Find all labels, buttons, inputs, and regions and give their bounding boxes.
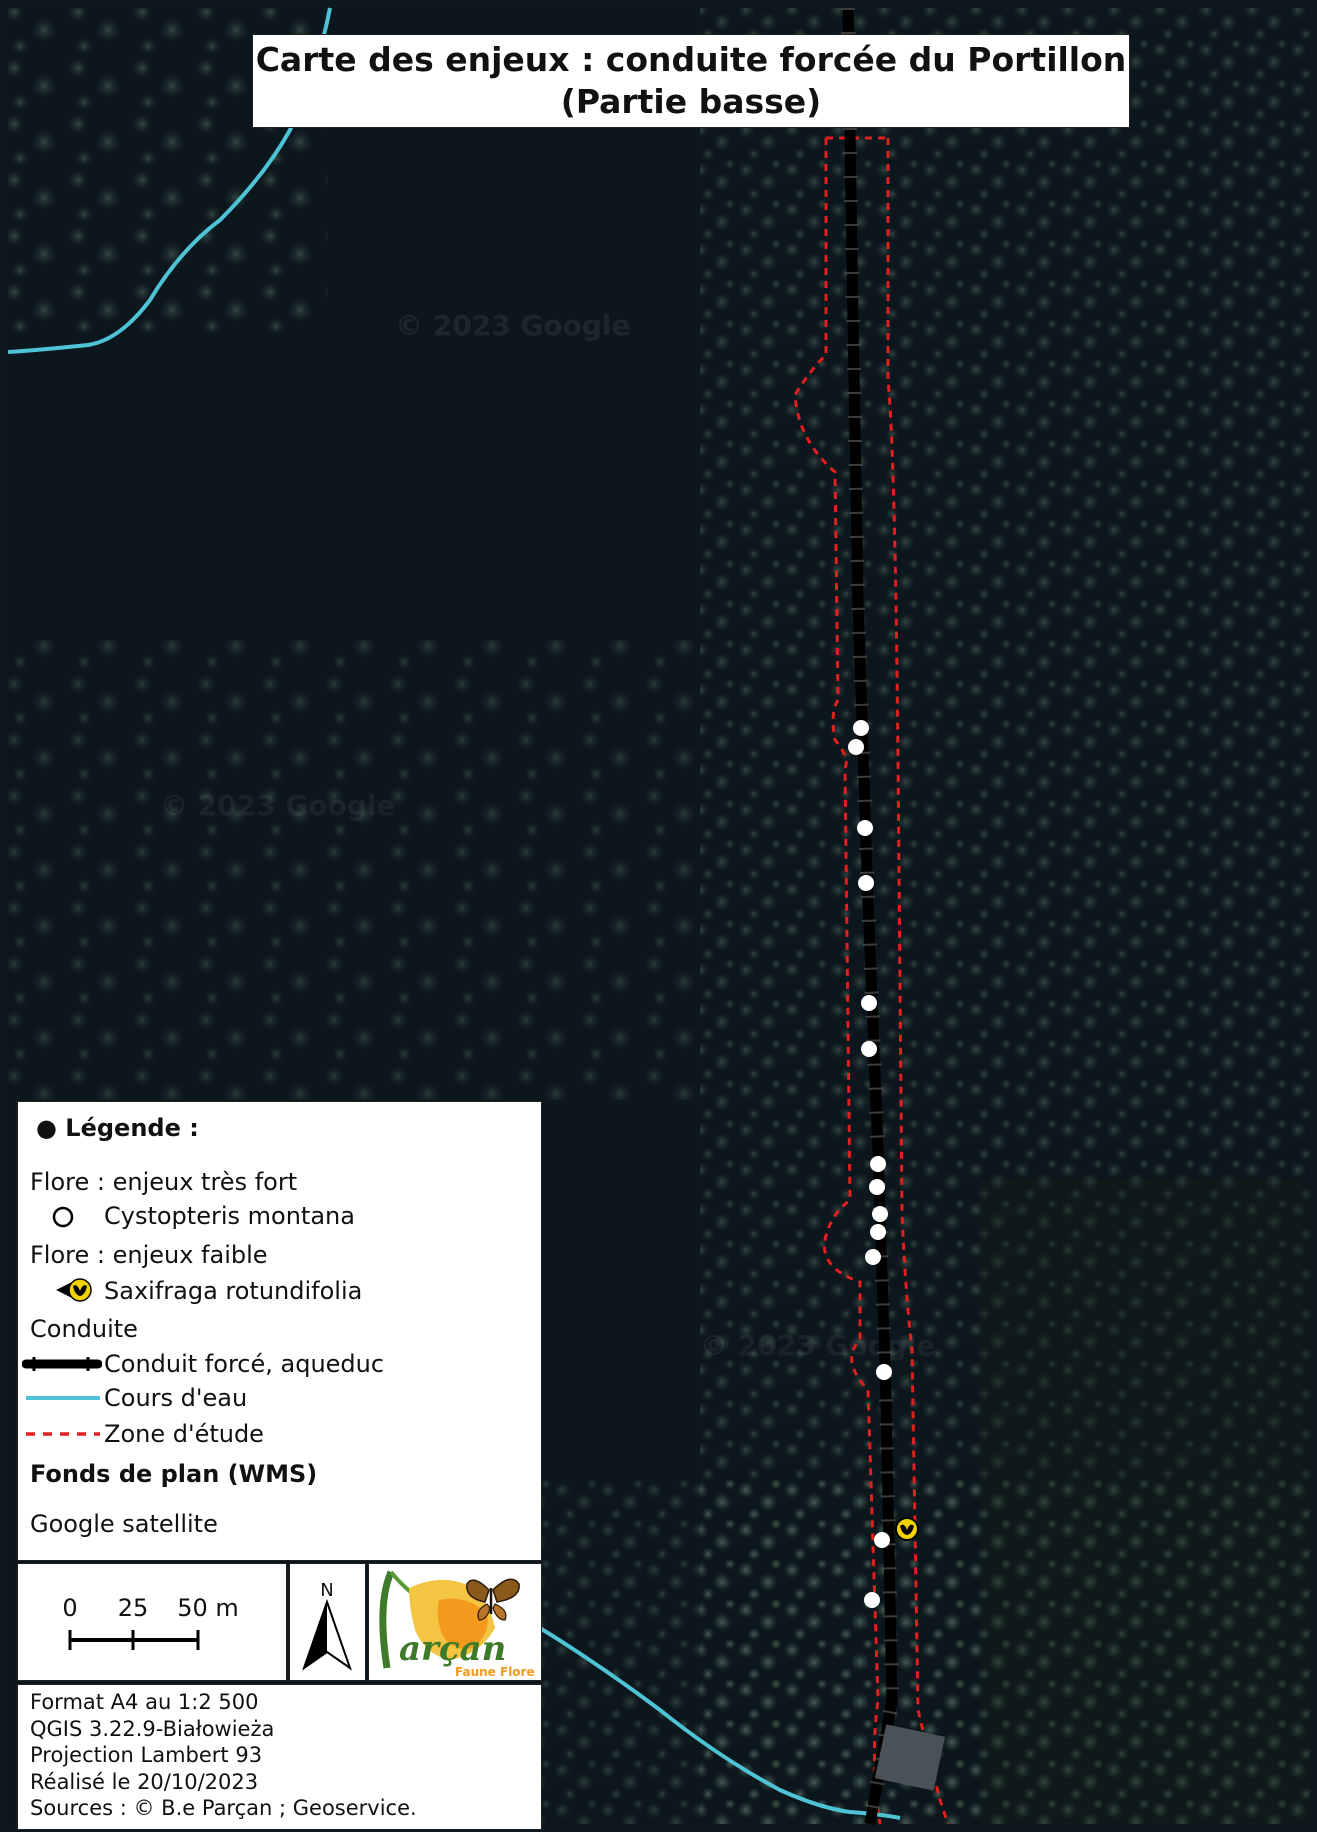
north-label: N — [320, 1580, 333, 1601]
legend-heading: ● Légende : — [36, 1114, 199, 1142]
cystopteris-point — [861, 1041, 877, 1057]
cystopteris-point — [870, 1156, 886, 1172]
legend-flore-faible: Flore : enjeux faible — [30, 1241, 268, 1269]
info-date: Réalisé le 20/10/2023 — [30, 1769, 259, 1794]
cystopteris-observations — [848, 720, 892, 1608]
cystopteris-point — [853, 720, 869, 736]
forest-area-middle — [8, 640, 708, 1100]
penstock-pipeline — [842, 7, 898, 1825]
google-watermark: © 2023 Google — [395, 309, 631, 342]
study-zone-legend-icon — [26, 1432, 100, 1436]
legend-panel: ● Légende : Flore : enjeux très fort Cys… — [17, 1101, 542, 1561]
map-title: Carte des enjeux : conduite forcée du Po… — [252, 34, 1130, 128]
legend-zone-etude: Zone d'étude — [104, 1420, 264, 1448]
legend-cours-eau: Cours d'eau — [104, 1384, 248, 1412]
legend-google-satellite: Google satellite — [30, 1510, 218, 1538]
stream-bottom — [538, 1626, 901, 1820]
legend-conduit-force: Conduit forcé, aqueduc — [104, 1350, 385, 1378]
google-watermark: © 2023 Google — [160, 789, 396, 822]
info-format: Format A4 au 1:2 500 — [30, 1690, 259, 1714]
stream-legend-icon — [26, 1396, 100, 1400]
scale-label-0: 0 — [62, 1594, 77, 1622]
info-software: QGIS 3.22.9-Białowieża — [30, 1716, 275, 1741]
scale-bar: 0 25 50 m — [62, 1594, 239, 1650]
bullet-icon: ● — [36, 1114, 66, 1142]
cystopteris-point — [874, 1532, 890, 1548]
cystopteris-point — [848, 739, 864, 755]
cystopteris-point — [865, 1249, 881, 1265]
legend-cystopteris: Cystopteris montana — [104, 1202, 355, 1230]
scale-label-25: 25 — [118, 1594, 149, 1622]
tile-seam — [980, 1180, 1311, 1824]
google-watermark: © 2023 Google — [700, 1329, 936, 1362]
cystopteris-point — [872, 1206, 888, 1222]
logo-wordmark: arçan — [399, 1629, 506, 1669]
parcan-logo: arçan Faune Flore — [368, 1563, 542, 1681]
daffodil-butterfly-icon: arçan Faune Flore — [379, 1570, 535, 1679]
butterfly-icon — [466, 1578, 520, 1621]
north-arrow-panel: N — [289, 1563, 366, 1681]
legend-fonds-plan: Fonds de plan (WMS) — [30, 1460, 318, 1488]
info-sources: Sources : © B.e Parçan ; Geoservice. — [30, 1796, 417, 1820]
saxifraga-observation — [895, 1517, 919, 1541]
map-title-line1: Carte des enjeux : conduite forcée du Po… — [255, 40, 1127, 79]
cystopteris-point — [876, 1364, 892, 1380]
legend-saxifraga: Saxifraga rotundifolia — [104, 1277, 363, 1305]
logo-subtitle: Faune Flore — [455, 1665, 535, 1679]
cystopteris-point — [869, 1179, 885, 1195]
cystopteris-point — [870, 1224, 886, 1240]
cystopteris-point — [864, 1592, 880, 1608]
scale-bar-panel: 0 25 50 m — [17, 1563, 287, 1681]
legend-conduite: Conduite — [30, 1315, 138, 1343]
cystopteris-point — [861, 995, 877, 1011]
map-title-line2: (Partie basse) — [560, 82, 822, 121]
cystopteris-point — [857, 820, 873, 836]
building — [874, 1724, 945, 1791]
cystopteris-legend-icon — [52, 1206, 74, 1228]
north-arrow-icon: N — [302, 1580, 352, 1671]
saxifraga-legend-icon — [56, 1278, 92, 1302]
legend-flore-fort: Flore : enjeux très fort — [30, 1168, 298, 1196]
cystopteris-point — [858, 875, 874, 891]
scale-label-50: 50 m — [177, 1594, 239, 1622]
pipeline-legend-icon — [22, 1357, 102, 1371]
map-info-panel: Format A4 au 1:2 500 QGIS 3.22.9-Białowi… — [17, 1684, 542, 1830]
info-projection: Projection Lambert 93 — [30, 1743, 263, 1767]
